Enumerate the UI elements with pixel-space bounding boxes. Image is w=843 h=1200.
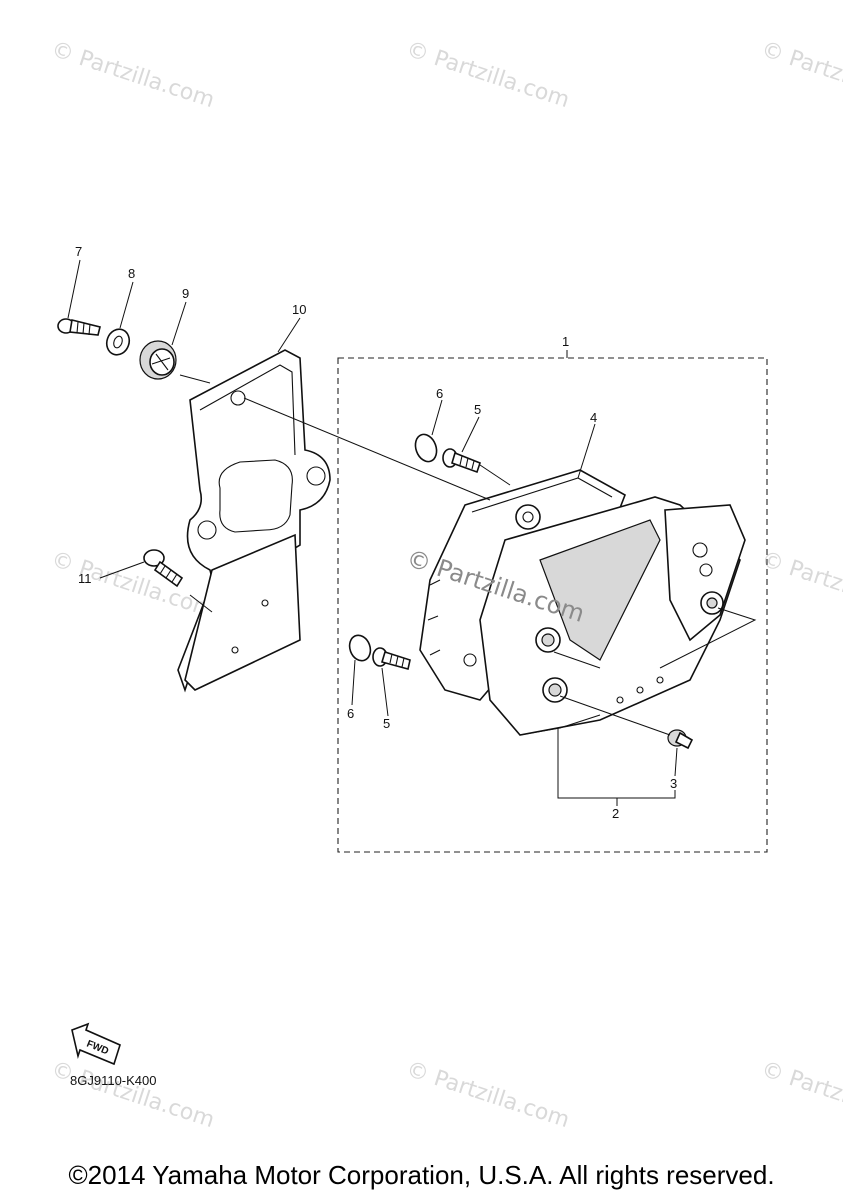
callout-labels: 1 2 3 4 5 6 7 8 9 10 11 5 6 xyxy=(75,244,677,821)
callout-6-upper: 6 xyxy=(436,386,443,401)
callout-8: 8 xyxy=(128,266,135,281)
watermark: © Partzilla.com xyxy=(403,1057,572,1133)
callout-2: 2 xyxy=(612,806,619,821)
callout-5-lower: 5 xyxy=(383,716,390,731)
gasket-plate xyxy=(177,349,331,693)
cap-6-lower xyxy=(348,634,372,662)
bolt-7 xyxy=(57,318,101,336)
callout-5-upper: 5 xyxy=(474,402,481,417)
assembly-lines xyxy=(179,374,757,768)
watermark: © Partzilla.com xyxy=(48,1057,217,1133)
bolt-5-lower xyxy=(372,647,411,670)
screw-3 xyxy=(667,729,694,750)
assembly-box xyxy=(337,357,768,853)
callout-6-lower: 6 xyxy=(347,706,354,721)
watermark: © Partzilla.com xyxy=(758,547,843,623)
watermark: © Partzilla.com xyxy=(403,37,572,113)
callout-4: 4 xyxy=(590,410,597,425)
callout-10: 10 xyxy=(292,302,306,317)
copyright-notice: ©2014 Yamaha Motor Corporation, U.S.A. A… xyxy=(68,1160,775,1190)
leader-lines xyxy=(67,259,678,806)
diagram-code: 8GJ9110-K400 xyxy=(70,1073,157,1088)
watermark: © Partzilla.com xyxy=(758,37,843,113)
callout-11: 11 xyxy=(78,571,92,586)
watermark: © Partzilla.com xyxy=(758,1057,843,1133)
washer-8 xyxy=(105,328,131,356)
bolt-5-upper xyxy=(442,448,481,474)
watermark: © Partzilla.com xyxy=(48,37,217,113)
callout-3: 3 xyxy=(670,776,677,791)
callout-9: 9 xyxy=(182,286,189,301)
fwd-arrow-icon: FWD xyxy=(71,1022,121,1066)
grommet-9 xyxy=(139,340,177,380)
watermark: © Partzilla.com xyxy=(48,547,217,623)
meter-cover-2 xyxy=(479,496,746,736)
cap-6-upper xyxy=(414,433,438,463)
bolt-11 xyxy=(143,549,184,588)
callout-1: 1 xyxy=(562,334,569,349)
callout-7: 7 xyxy=(75,244,82,259)
